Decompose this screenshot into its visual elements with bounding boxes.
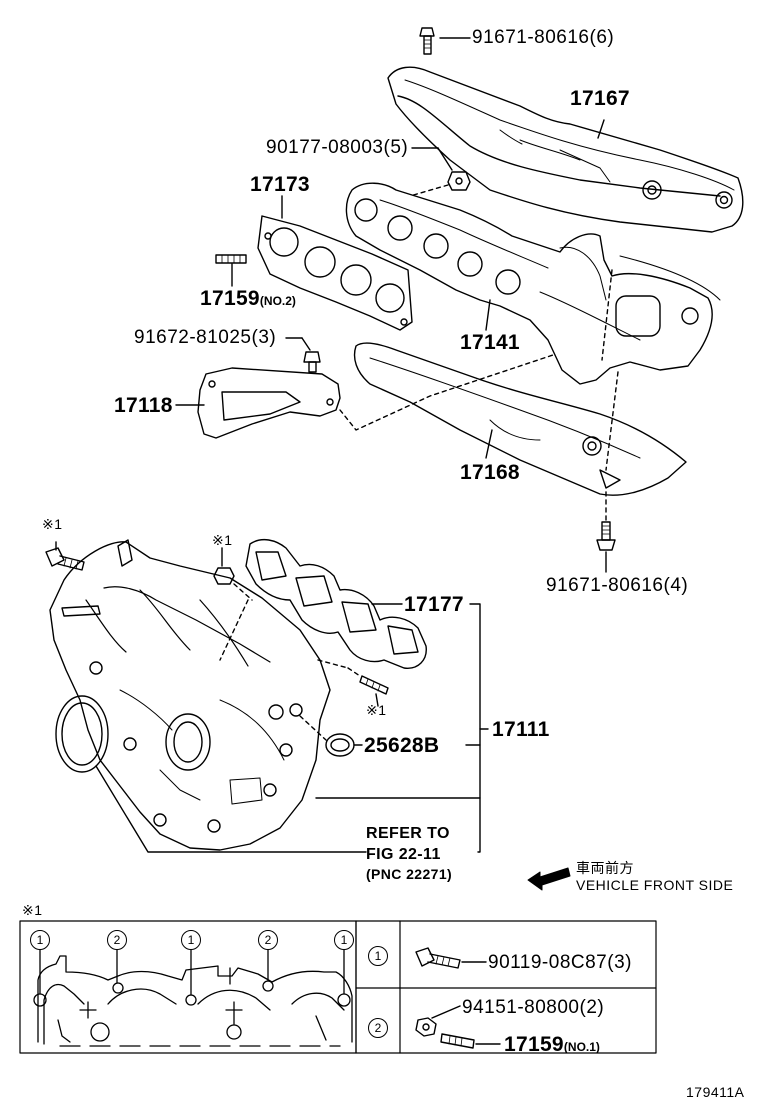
table-title: ※1 [22, 902, 43, 918]
label-17177: 17177 [404, 593, 464, 616]
table-row2-part-a: 94151-80800(2) [462, 997, 605, 1018]
vehicle-front-japanese: 車両前方 [576, 860, 634, 876]
callout-mark-nut: ※1 [212, 532, 233, 548]
callout-mark-stud: ※1 [366, 702, 387, 718]
table-circle-2a: 2 [107, 930, 127, 950]
figure-id: 179411A [686, 1084, 745, 1100]
table-row1-part: 90119-08C87(3) [488, 952, 632, 973]
bolt-91671-top-icon [419, 27, 435, 55]
label-25628b: 25628B [364, 734, 440, 757]
table-row2-key: 2 [368, 1018, 388, 1038]
label-17168: 17168 [460, 461, 520, 484]
table-row1-key: 1 [368, 946, 388, 966]
nut-94151-icon [415, 1017, 437, 1037]
label-90177-08003: 90177-08003(5) [266, 137, 409, 158]
stud-callout-icon [359, 675, 389, 695]
gasket-17173-part [257, 215, 413, 331]
label-17111: 17111 [492, 718, 550, 741]
label-91671-80616-4: 91671-80616(4) [546, 575, 689, 596]
table-circle-2b: 2 [258, 930, 278, 950]
bolt-91672-icon [303, 351, 321, 373]
table-row2-part-b-number: 17159 [504, 1033, 564, 1056]
label-91672-81025: 91672-81025(3) [134, 327, 277, 348]
stud-17159-no1-icon [440, 1033, 475, 1049]
bracket-17118-part [197, 367, 341, 439]
manifold-flange-illustration [33, 947, 353, 1047]
throttle-gasket-ring-part [55, 695, 109, 773]
heat-insulator-17168-part [353, 342, 687, 496]
table-row2-part-b: 17159(NO.1) [504, 1034, 600, 1055]
gasket-25628b-part [325, 733, 355, 757]
vehicle-front-arrow-icon [527, 867, 571, 891]
bolt-callout-upper-left-icon [45, 547, 85, 571]
nut-90177-icon [447, 171, 471, 191]
bolt-91671-bottom-icon [596, 521, 616, 551]
table-circle-1c: 1 [334, 930, 354, 950]
table-row2-part-b-suffix: (NO.1) [563, 1040, 600, 1054]
gasket-17177-part [245, 538, 427, 669]
label-91671-80616-6: 91671-80616(6) [472, 27, 615, 48]
refer-note: REFER TO FIG 22-11 (PNC 22271) [366, 824, 452, 883]
label-17167: 17167 [570, 87, 630, 110]
table-circle-1a: 1 [30, 930, 50, 950]
label-17159-number: 17159 [200, 287, 260, 310]
refer-note-line2: FIG 22-11 [366, 845, 441, 863]
bolt-90119-icon [415, 947, 461, 969]
exhaust-manifold-17141-part [345, 182, 721, 385]
label-17159-no2: 17159(NO.2) [200, 288, 296, 309]
label-17159-suffix: (NO.2) [259, 294, 296, 308]
vehicle-front-english: VEHICLE FRONT SIDE [576, 877, 734, 893]
callout-mark-bolt: ※1 [42, 516, 63, 532]
refer-note-line3: (PNC 22271) [366, 865, 453, 882]
heat-insulator-17167-part [387, 66, 744, 233]
reference-table [19, 920, 657, 1054]
table-circle-1b: 1 [181, 930, 201, 950]
refer-note-line1: REFER TO [366, 825, 450, 842]
label-17141: 17141 [460, 331, 520, 354]
label-17173: 17173 [250, 173, 310, 196]
label-17118: 17118 [114, 394, 173, 417]
stud-17159-no2-icon [215, 254, 247, 264]
intake-manifold-17111-part [49, 539, 331, 851]
nut-callout-icon [213, 567, 235, 585]
